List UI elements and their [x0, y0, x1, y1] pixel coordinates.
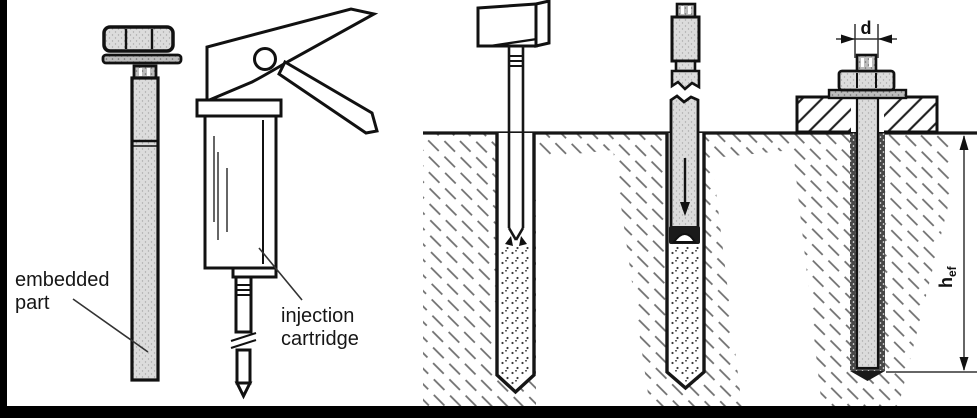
step-installed-anchor	[795, 53, 939, 381]
dimension-d: d	[836, 18, 897, 58]
embedded-part-label-line1: embedded	[15, 269, 110, 291]
injection-splash	[505, 236, 513, 246]
anchor-hex-nut	[837, 69, 896, 92]
mortar-fill-1	[500, 247, 531, 388]
anchor-rod-cap-notch	[861, 58, 864, 67]
embedded-part-assembly	[101, 25, 183, 382]
insertion-arrow-head	[680, 202, 690, 216]
dim-hef-symbol: h	[936, 277, 956, 288]
rod2-cap	[675, 2, 697, 19]
gun-trigger	[277, 59, 379, 135]
nozzle-break-mark	[230, 339, 257, 349]
cartridge-box-flap	[534, 0, 551, 48]
bottom-frame-bar	[0, 406, 977, 418]
rod2-cap-notch	[681, 6, 684, 14]
anchor-rod-cap-notch	[869, 58, 872, 67]
hatch-gap-2	[712, 150, 822, 408]
gun-collar	[195, 98, 283, 118]
dim-d-arrow-left	[841, 34, 855, 44]
hatch-gap-1	[536, 150, 650, 408]
left-frame-bar	[0, 0, 7, 410]
rod2-joint	[674, 59, 697, 73]
rod2-break-piece	[670, 69, 701, 91]
rod2-cap-notch	[688, 6, 691, 14]
embedded-part-callout: embedded part	[15, 269, 149, 353]
gun-handle	[205, 7, 379, 104]
injection-splash	[519, 236, 527, 246]
dim-d-label: d	[861, 18, 872, 38]
cartridge-body	[203, 114, 278, 270]
dim-hef-arrow-bottom	[959, 357, 969, 371]
injection-cartridge-leader-line	[258, 247, 303, 301]
step-injection	[476, 0, 551, 395]
threaded-rod	[130, 76, 160, 382]
rod-cap-notch	[139, 68, 142, 76]
dim-hef-label: hef	[936, 265, 959, 288]
rod-cap	[132, 64, 158, 80]
injection-cartridge-callout: injection cartridge	[258, 247, 359, 350]
cartridge-base-step	[231, 266, 278, 279]
washer	[101, 53, 183, 65]
injection-cartridge-label-line1: injection	[281, 305, 354, 327]
nozzle-tip	[234, 381, 253, 400]
nozzle-lower	[235, 348, 252, 385]
rod2-dome-tip	[672, 233, 697, 243]
rod-cap-notch	[147, 68, 150, 76]
dim-d-arrow-right	[878, 34, 892, 44]
mortar-fill-2	[670, 243, 701, 384]
anchor-rod	[855, 96, 880, 370]
gun-pivot-hole	[253, 47, 277, 71]
anchor-bottom-tip	[850, 371, 885, 381]
nozzle-tube-tip	[514, 227, 525, 241]
injection-cartridge-label-line2: cartridge	[281, 328, 359, 350]
dim-hef-arrow-top	[959, 135, 969, 150]
step-rod-insertion	[665, 2, 706, 391]
rod2-upper-body	[670, 15, 701, 63]
embedded-part-leader-line	[72, 298, 149, 353]
hatch-gap-3	[898, 133, 977, 408]
nozzle-tube-tip	[507, 227, 518, 241]
drill-hole-1-wall	[495, 133, 536, 395]
nozzle-break-mark	[230, 332, 257, 342]
drill-hole-2-wall	[665, 133, 706, 391]
injection-gun	[195, 7, 379, 400]
dim-hef-subscript: ef	[945, 265, 959, 277]
cartridge-box-fold-line	[489, 37, 538, 48]
dim-d-symbol: d	[861, 18, 872, 38]
anchor-rod-cap	[855, 53, 878, 73]
hex-nut	[102, 25, 175, 53]
embedded-part-label-line2: part	[15, 292, 50, 314]
dimension-hef: hef	[886, 135, 977, 373]
